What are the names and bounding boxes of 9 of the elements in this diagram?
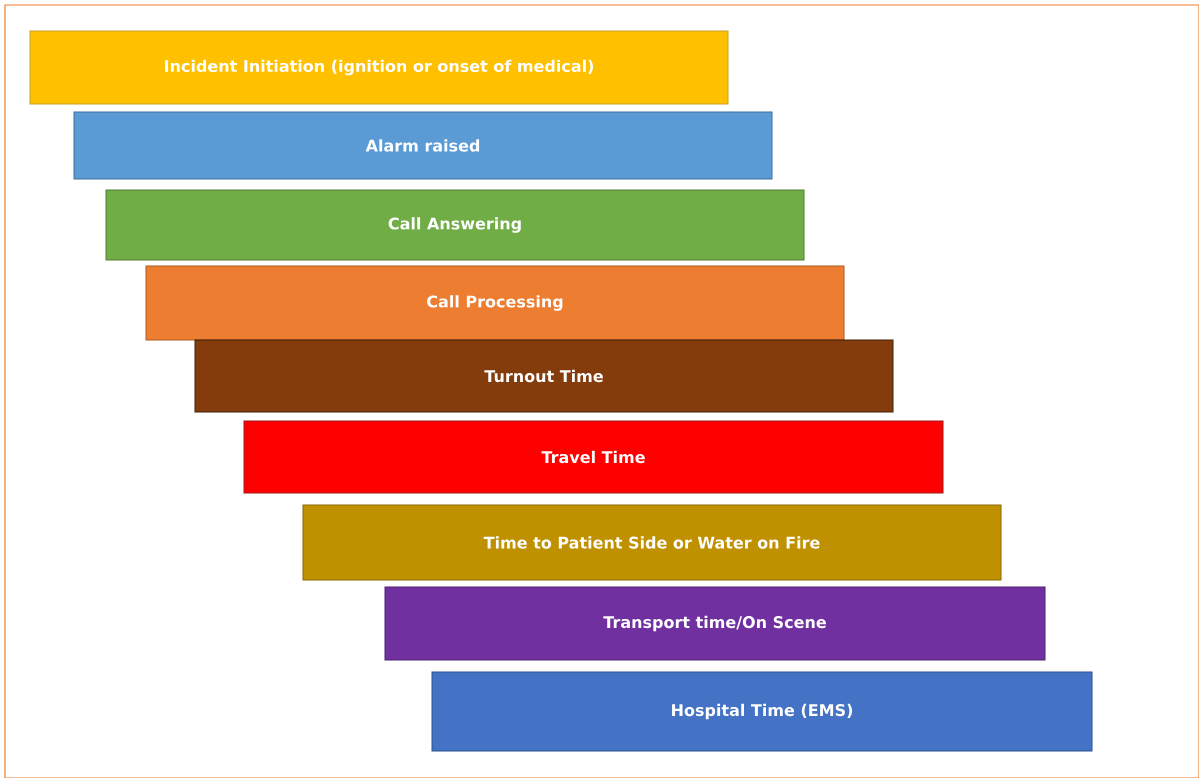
step-bar: Time to Patient Side or Water on Fire (302, 504, 1002, 581)
step-bar: Transport time/On Scene (384, 586, 1046, 661)
step-bar: Turnout Time (194, 339, 894, 413)
step-bar: Hospital Time (EMS) (431, 671, 1093, 752)
step-bar: Incident Initiation (ignition or onset of medical) (29, 30, 729, 105)
step-bar: Alarm raised (73, 111, 773, 180)
step-bar: Travel Time (243, 420, 944, 494)
step-bar: Call Answering (105, 189, 805, 261)
step-bar: Call Processing (145, 265, 845, 341)
